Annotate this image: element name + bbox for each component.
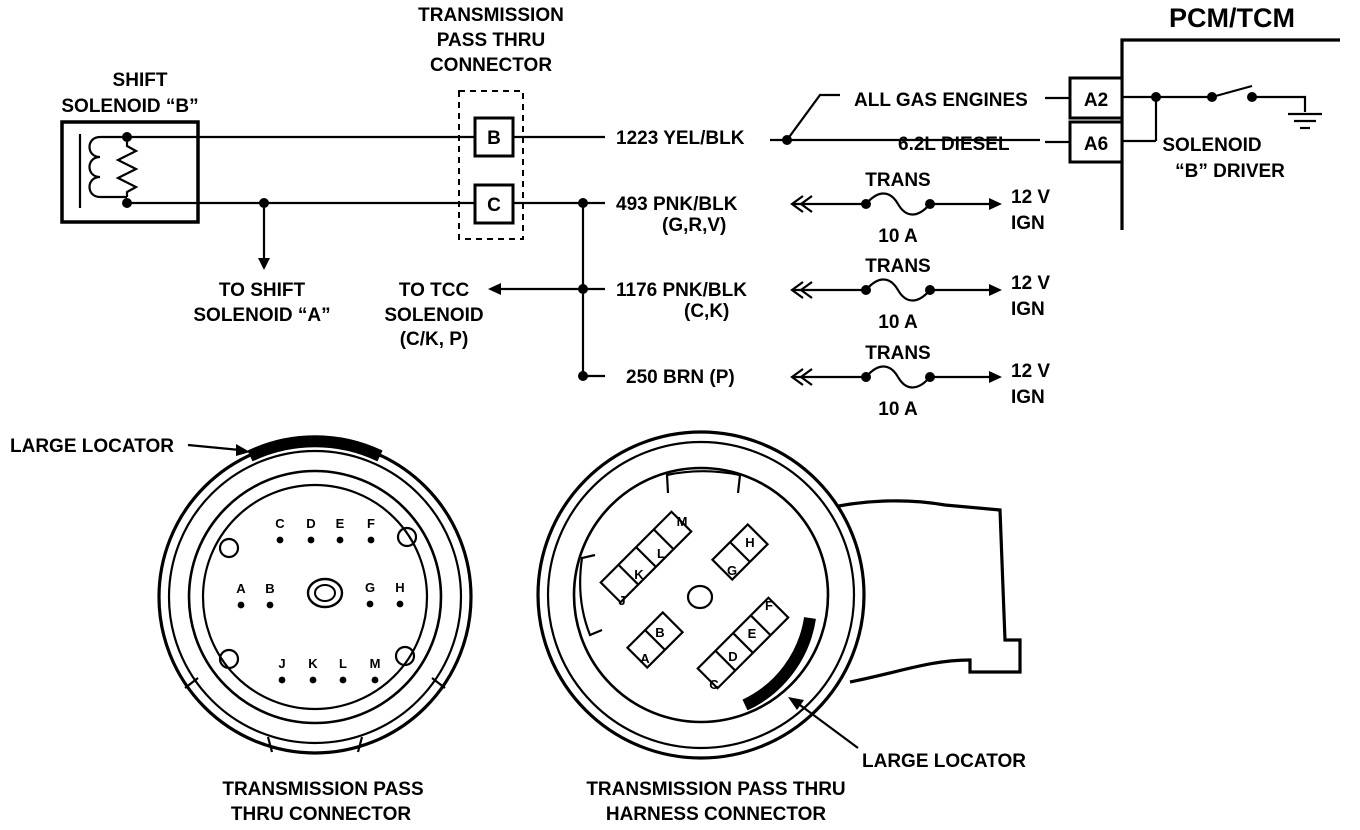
- transmission-pass-thru-connector-face: A B C D E F G H J K L M: [157, 435, 473, 755]
- pin-socket-j: [278, 676, 286, 684]
- shift-solenoid-b: SHIFT SOLENOID “B”: [60, 70, 200, 224]
- pin-label-g: G: [365, 580, 375, 595]
- to-tcc-label-3: (C/K, P): [400, 329, 469, 350]
- pin-label-a: A: [640, 651, 650, 666]
- wire-1223-label: 1223 YEL/BLK: [616, 128, 745, 149]
- terminal-b-label: B: [487, 128, 501, 149]
- pin-label-b: B: [655, 625, 664, 640]
- ground-icon: [1288, 112, 1322, 130]
- pin-label-l: L: [657, 546, 665, 561]
- driver-switch: [1211, 84, 1253, 99]
- circuit-wire-label: 493 PNK/BLK: [616, 194, 738, 215]
- all-gas-label: ALL GAS ENGINES: [854, 90, 1028, 111]
- pin-socket-g: [366, 600, 374, 608]
- pin-label-b: B: [265, 581, 274, 596]
- left-connector-caption-1: TRANSMISSION PASS: [222, 779, 423, 800]
- terminal-c-label: C: [487, 195, 501, 216]
- pin-label-e: E: [336, 516, 345, 531]
- large-locator-bar: [247, 435, 383, 462]
- source-ign-label: IGN: [1011, 299, 1045, 320]
- pass-thru-label-3: CONNECTOR: [430, 55, 552, 76]
- pin-socket-k: [309, 676, 317, 684]
- shift-b-label-1: SHIFT: [113, 70, 168, 91]
- left-connector-pins: A B C D E F G H J K L M: [236, 516, 405, 684]
- pin-label-h: H: [395, 580, 404, 595]
- circuit-row-493: 493 PNK/BLK (G,R,V) TRANS 10 A 12 V IGN: [616, 170, 1050, 247]
- source-ign-label: IGN: [1011, 213, 1045, 234]
- pin-label-j: J: [278, 656, 285, 671]
- resistor-icon: [115, 137, 139, 197]
- pin-label-d: D: [306, 516, 315, 531]
- pin-a2-label: A2: [1084, 90, 1108, 111]
- fuse-rating-label: 10 A: [878, 312, 918, 333]
- pin-socket-a: [237, 601, 245, 609]
- pin-label-k: K: [308, 656, 318, 671]
- pin-socket-m: [371, 676, 379, 684]
- circuit-row-250: 250 BRN (P) TRANS 10 A 12 V IGN: [626, 343, 1050, 420]
- pin-label-d: D: [728, 649, 737, 664]
- pin-label-j: J: [618, 593, 625, 608]
- to-tcc-label-1: TO TCC: [399, 280, 470, 301]
- pin-label-m: M: [370, 656, 381, 671]
- pin-socket-l: [339, 676, 347, 684]
- fuse-name-label: TRANS: [865, 170, 930, 191]
- pin-socket-f: [367, 536, 375, 544]
- pass-thru-connector-schematic: TRANSMISSION PASS THRU CONNECTOR B C: [418, 5, 564, 240]
- driver-label-2: “B” DRIVER: [1175, 161, 1285, 182]
- circuit-wire-label: 250 BRN (P): [626, 367, 735, 388]
- left-connector-caption-2: THRU CONNECTOR: [231, 804, 411, 825]
- pin-a6-label: A6: [1084, 134, 1108, 155]
- pin-label-g: G: [727, 563, 737, 578]
- pass-thru-label-2: PASS THRU: [437, 30, 545, 51]
- pin-socket-c: [276, 536, 284, 544]
- pin-socket-b: [266, 601, 274, 609]
- right-connector-caption-2: HARNESS CONNECTOR: [606, 804, 827, 825]
- pcm-tcm-module: PCM/TCM A2 A6 SOLENOID “B” DRIVER: [1068, 3, 1340, 230]
- source-voltage-label: 12 V: [1011, 273, 1050, 294]
- pass-thru-label-1: TRANSMISSION: [418, 5, 564, 26]
- to-shift-a-label-2: SOLENOID “A”: [193, 305, 330, 326]
- fuse-icon: [865, 365, 931, 389]
- diesel-label: 6.2L DIESEL: [898, 134, 1010, 155]
- pin-label-l: L: [339, 656, 347, 671]
- pin-label-k: K: [634, 567, 644, 582]
- source-ign-label: IGN: [1011, 387, 1045, 408]
- fuse-name-label: TRANS: [865, 343, 930, 364]
- circuit-wire-label: 1176 PNK/BLK: [616, 280, 747, 301]
- shift-b-label-2: SOLENOID “B”: [61, 96, 198, 117]
- driver-label-1: SOLENOID: [1162, 135, 1261, 156]
- fuse-rating-label: 10 A: [878, 226, 918, 247]
- to-tcc-label-2: SOLENOID: [384, 305, 483, 326]
- source-voltage-label: 12 V: [1011, 361, 1050, 382]
- circuit-row-1176: 1176 PNK/BLK (C,K) TRANS 10 A 12 V IGN: [616, 256, 1050, 333]
- pin-label-c: C: [275, 516, 285, 531]
- right-connector-caption-1: TRANSMISSION PASS THRU: [586, 779, 845, 800]
- pin-label-a: A: [236, 581, 246, 596]
- pin-label-e: E: [748, 626, 757, 641]
- large-locator-bar: [742, 616, 816, 711]
- pin-socket-d: [307, 536, 315, 544]
- large-locator-left-label: LARGE LOCATOR: [10, 436, 174, 457]
- pin-label-f: F: [765, 598, 773, 613]
- pin-label-c: C: [709, 677, 719, 692]
- coil-icon: [88, 135, 127, 199]
- fuse-icon: [865, 278, 931, 302]
- circuit-models-label: (G,R,V): [662, 215, 726, 236]
- fuse-rating-label: 10 A: [878, 399, 918, 420]
- pcm-title: PCM/TCM: [1169, 3, 1295, 33]
- fuse-icon: [865, 192, 931, 216]
- pin-label-m: M: [677, 514, 688, 529]
- circuit-models-label: (C,K): [684, 301, 729, 322]
- pin-socket-h: [396, 600, 404, 608]
- to-shift-a-label-1: TO SHIFT: [219, 280, 306, 301]
- pin-socket-e: [336, 536, 344, 544]
- pin-label-h: H: [745, 535, 754, 550]
- large-locator-right-label: LARGE LOCATOR: [862, 751, 1026, 772]
- fuse-name-label: TRANS: [865, 256, 930, 277]
- pin-label-f: F: [367, 516, 375, 531]
- source-voltage-label: 12 V: [1011, 187, 1050, 208]
